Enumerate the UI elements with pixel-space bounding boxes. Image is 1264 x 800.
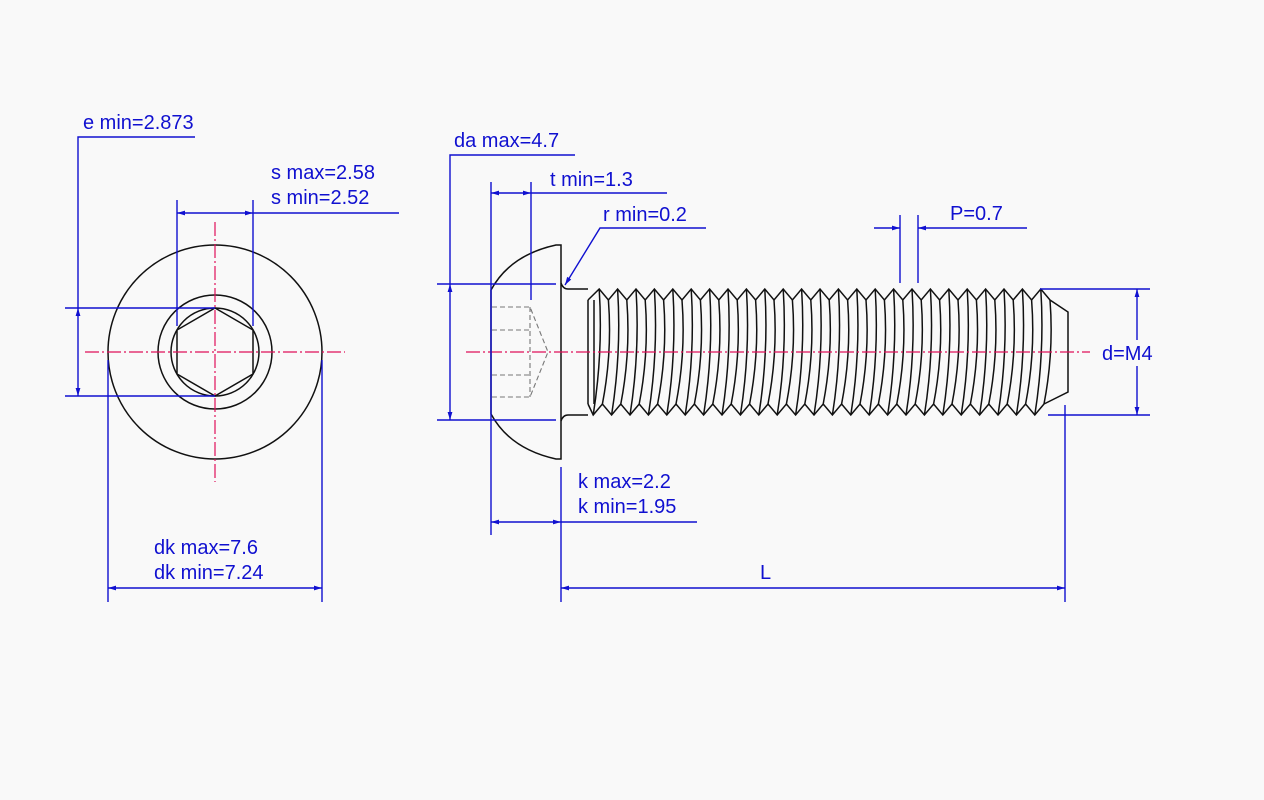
da-leader (449, 154, 575, 284)
s-max-label: s max=2.58 (271, 162, 375, 184)
dk-min-label: dk min=7.24 (154, 562, 264, 584)
r-min-label: r min=0.2 (603, 204, 687, 226)
end-view: e min=2.873 s max=2.58 s min=2.52 dk max… (65, 112, 399, 602)
diameter-label: d=M4 (1102, 343, 1153, 365)
button-head (490, 244, 562, 460)
da-max-label: da max=4.7 (454, 130, 559, 152)
neck-fillet (560, 282, 588, 422)
hidden-socket (492, 306, 549, 398)
dk-max-label: dk max=7.6 (154, 537, 258, 559)
r-leader (564, 227, 706, 286)
k-min-label: k min=1.95 (578, 496, 676, 518)
t-min-label: t min=1.3 (550, 169, 633, 191)
pitch-label: P=0.7 (950, 203, 1003, 225)
length-label: L (760, 562, 771, 584)
k-max-label: k max=2.2 (578, 471, 671, 493)
s-min-label: s min=2.52 (271, 187, 369, 209)
e-leader (77, 136, 195, 308)
side-view: da max=4.7 t min=1.3 r min=0.2 k max=2.2… (437, 130, 1153, 602)
thread-top-profile (587, 287, 1051, 302)
e-min-label: e min=2.873 (83, 112, 194, 134)
